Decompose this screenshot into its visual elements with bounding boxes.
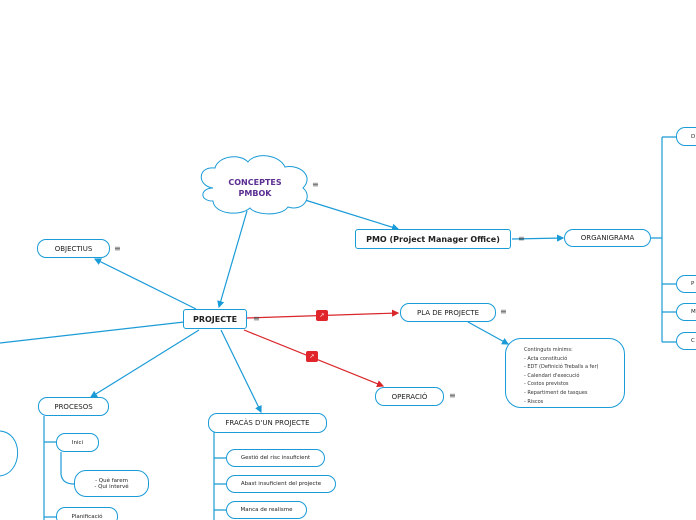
procesos-bracket (43, 416, 56, 520)
link-projecte-procesos (89, 329, 200, 398)
relationship-link-icon[interactable]: ↗ (316, 310, 328, 321)
root-cloud (200, 155, 308, 215)
fracas-bracket (213, 432, 226, 520)
topic-pla-de-projecte[interactable]: PLA DE PROJECTE (400, 303, 496, 322)
note-line: - EDT (Definició Treballs a fer) (524, 364, 599, 371)
subtopic-inici[interactable]: Inici (56, 433, 99, 452)
organigrama-child[interactable]: D (676, 127, 696, 146)
link-projecte-left (0, 321, 185, 344)
link-root-pmo (304, 199, 400, 231)
operacio-note-icon[interactable] (449, 392, 456, 400)
fracas-item[interactable]: Abast insuficient del projecte (226, 475, 336, 493)
projecte-note-icon[interactable] (253, 315, 260, 323)
link-projecte-fracas (220, 329, 262, 414)
pla-note-icon[interactable] (500, 308, 507, 316)
topic-pmo[interactable]: PMO (Project Manager Office) (355, 229, 511, 249)
note-line: Continguts mínims: (524, 347, 573, 353)
subtopic-planificacio[interactable]: Planificació (56, 507, 118, 520)
root-note-icon[interactable] (312, 181, 319, 189)
note-line: - Costos previstos (524, 381, 569, 388)
topic-fracas[interactable]: FRACÀS D'UN PROJECTE (208, 413, 327, 433)
fracas-item[interactable]: Manca de realisme (226, 501, 307, 519)
topic-procesos[interactable]: PROCESOS (38, 397, 109, 416)
pla-note-bubble: Continguts mínims: - Acta constitució - … (505, 338, 625, 408)
relationship-link-icon[interactable]: ↗ (306, 351, 318, 362)
organigrama-child[interactable]: C (676, 332, 696, 350)
topic-organigrama[interactable]: ORGANIGRAMA (564, 229, 651, 247)
pmo-note-icon[interactable] (518, 235, 525, 243)
root-title-line1: CONCEPTES (228, 178, 282, 187)
topic-objectius[interactable]: OBJECTIUS (37, 239, 110, 258)
note-line: - Riscos (524, 398, 544, 405)
link-root-projecte (217, 210, 248, 309)
objectius-note-icon[interactable] (114, 245, 121, 253)
note-line: - Acta constitució (524, 355, 568, 362)
note-line: - Què farem (95, 477, 128, 484)
root-title-line2: PMBOK (238, 189, 272, 198)
inici-bracket (60, 452, 75, 485)
link-projecte-objectius (93, 258, 197, 310)
org-bracket (651, 136, 676, 343)
note-line: - Calendari d'execució (524, 372, 580, 379)
organigrama-child[interactable]: P (676, 275, 696, 293)
note-line: - Repartiment de tasques (524, 389, 588, 396)
link-pla-note (467, 321, 510, 345)
note-line: - Qui intervé (94, 483, 129, 490)
left-partial-node (0, 430, 19, 477)
fracas-item[interactable]: Gestió del risc insuficient (226, 449, 325, 467)
topic-projecte[interactable]: PROJECTE (183, 309, 247, 329)
organigrama-child[interactable]: M (676, 303, 696, 321)
inici-note-bubble: - Què farem - Qui intervé (74, 470, 149, 497)
root-topic[interactable]: CONCEPTES PMBOK (200, 177, 310, 199)
topic-operacio[interactable]: OPERACIÓ (375, 387, 444, 406)
